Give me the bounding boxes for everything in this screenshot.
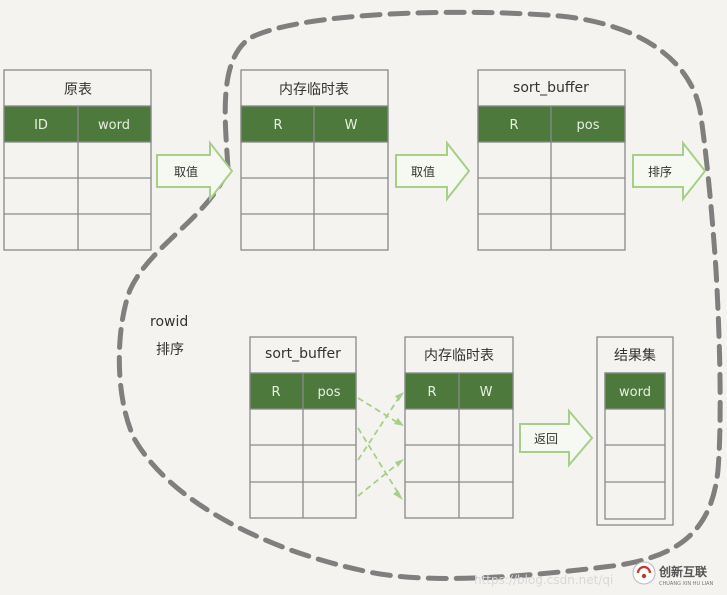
watermark-url: https://blog.csdn.net/qi bbox=[474, 573, 613, 587]
table-orig-col-word: word bbox=[98, 118, 130, 133]
table-orig-col-id: ID bbox=[34, 118, 48, 133]
arrow-return: 返回 bbox=[519, 408, 594, 468]
logo-icon bbox=[632, 561, 656, 585]
table-sortbuffer-top-title: sort_buffer bbox=[513, 80, 589, 96]
logo-subtext: CHUANG XIN HU LIAN bbox=[659, 581, 713, 587]
table-sortbuffer-top-col-pos: pos bbox=[577, 118, 600, 133]
arrow-fetch-2-label: 取值 bbox=[411, 164, 435, 179]
table-orig-title: 原表 bbox=[64, 82, 92, 98]
table-tmp-top-col-r: R bbox=[273, 118, 282, 133]
lookup-arrowheads bbox=[393, 392, 404, 500]
lookup-arrows bbox=[357, 395, 401, 497]
table-tmp-bottom: 内存临时表 R W bbox=[404, 336, 514, 519]
table-tmp-top: 内存临时表 R W bbox=[240, 69, 389, 251]
table-result-col-word: word bbox=[619, 385, 651, 400]
table-tmp-bottom-col-r: R bbox=[427, 385, 436, 400]
table-tmp-bottom-col-w: W bbox=[480, 385, 493, 400]
logo-text: 创新互联 bbox=[658, 564, 707, 579]
table-sortbuffer-top-col-r: R bbox=[509, 118, 518, 133]
table-sortbuffer-bottom: sort_buffer R pos bbox=[249, 336, 357, 519]
table-sortbuffer-bottom-title: sort_buffer bbox=[265, 346, 341, 362]
arrow-fetch-2: 取值 bbox=[395, 140, 471, 202]
arrow-fetch-1-label: 取值 bbox=[174, 164, 198, 179]
table-result: 结果集 word bbox=[596, 336, 674, 526]
table-sortbuffer-bottom-col-pos: pos bbox=[318, 385, 341, 400]
table-tmp-top-title: 内存临时表 bbox=[279, 82, 349, 98]
arrow-fetch-1: 取值 bbox=[156, 140, 234, 202]
note-sort: 排序 bbox=[156, 342, 184, 358]
note-rowid: rowid bbox=[150, 314, 188, 330]
table-sortbuffer-bottom-col-r: R bbox=[271, 385, 280, 400]
table-orig: 原表 ID word bbox=[3, 69, 152, 251]
table-tmp-top-col-w: W bbox=[345, 118, 358, 133]
table-sortbuffer-top: sort_buffer R pos bbox=[477, 69, 626, 251]
table-result-title: 结果集 bbox=[614, 347, 656, 364]
arrow-sort: 排序 bbox=[632, 140, 707, 202]
arrow-return-label: 返回 bbox=[534, 432, 558, 446]
dashed-boundary bbox=[116, 9, 723, 581]
table-tmp-bottom-title: 内存临时表 bbox=[424, 348, 494, 364]
arrow-sort-label: 排序 bbox=[648, 164, 672, 179]
